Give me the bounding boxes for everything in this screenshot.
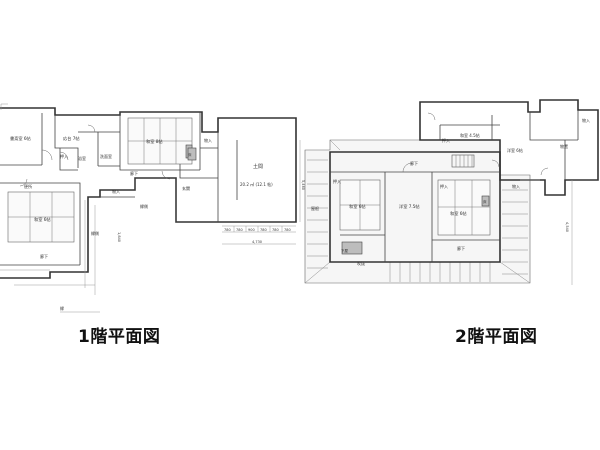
floor1-room-label: 浴室 — [78, 155, 86, 161]
floor1-room-label: 縁側 — [140, 203, 148, 209]
floor2-room-label: 洋室 7.5帖 — [399, 203, 420, 210]
floor2-doors — [402, 112, 549, 176]
floor1-room-label: 廊下 — [130, 170, 138, 176]
floor1-room-label: 縁 — [60, 305, 64, 311]
floor2-room-label: 床 — [483, 199, 487, 204]
floor2-room-label: 物入 — [582, 117, 590, 123]
floor2-tatami-left — [339, 179, 381, 231]
floor1-doma — [222, 140, 301, 245]
floor2-dimension-lines — [520, 179, 573, 285]
floor1-fixture — [187, 147, 197, 161]
floor2-dimension: 4,540 — [565, 222, 569, 232]
floor2-annex-partitions — [439, 110, 579, 180]
floor1-caption: 1階平面図 — [78, 327, 161, 347]
floor2-room-label: 物入 — [512, 183, 520, 189]
floor1-north-mark — [0, 103, 8, 110]
floor1-room-label: 和室 8帖 — [146, 138, 163, 145]
floor1-dimension: 780 — [260, 228, 267, 232]
floor1-dimension: 1,840 — [117, 232, 121, 242]
floor1-room-label: 縁側 — [91, 230, 99, 236]
floor2-room-label: 廊下 — [457, 245, 465, 251]
floor2-room-label: 下屋 — [341, 248, 349, 253]
floor1-room-label: 廊下 — [40, 253, 48, 259]
floor1-engawa — [0, 200, 100, 313]
floor2-room-label: 押入 — [442, 137, 450, 143]
floor2-stair — [451, 154, 475, 168]
floor1-dimension: 780 — [284, 228, 291, 232]
floor1-room-label: 便所 — [24, 183, 32, 189]
floor1-dimension: 5,460 — [301, 180, 305, 190]
floor1-room-label: 押入 — [60, 153, 68, 159]
floor2-room-label: 吹抜 — [357, 260, 365, 266]
floor2-room-label: 和室 6帖 — [450, 210, 467, 217]
floor1-tatami-lower — [7, 191, 75, 243]
floor1-doors — [19, 124, 171, 187]
floor1-room-label: 応台 7帖 — [63, 135, 80, 142]
floor1-room-label: 和室 6帖 — [34, 216, 51, 223]
floor2-room-label: 和室 6帖 — [349, 203, 366, 210]
floor2-room-label: 押入 — [440, 183, 448, 189]
floor1-dimension: 900 — [248, 228, 255, 232]
floor1-dimension: 780 — [272, 228, 279, 232]
floor1-partitions — [0, 112, 219, 266]
floor2-room-label: 押入 — [333, 178, 341, 184]
floor1-room-label: 土間 — [253, 163, 263, 170]
floor2-void — [341, 241, 363, 255]
floor2-room-label: 屋根 — [311, 205, 319, 211]
floor2-room-label: 物置 — [560, 143, 568, 149]
floor1-plan: 書斎室 6帖 応台 7帖 和室 8帖 和室 6帖 浴室 洗面室 廊下 土間 20… — [0, 103, 305, 313]
floor1-room-label: 物入 — [204, 137, 212, 143]
floor2-room-label: 和室 4.5帖 — [460, 132, 480, 138]
floor2-partitions — [330, 171, 500, 262]
floor1-dimension: 780 — [236, 228, 243, 232]
floor1-room-label: 書斎室 6帖 — [10, 135, 31, 142]
floor1-dimension: 4,730 — [252, 240, 262, 244]
floor1-room-label: 玄関 — [182, 185, 190, 191]
floor1-room-label: 物入 — [112, 188, 120, 194]
floor1-room-label: 洗面室 — [100, 153, 112, 159]
floor1-dimension: 780 — [224, 228, 231, 232]
floor2-main-wall — [329, 151, 501, 263]
floor2-room-label: 廊下 — [410, 160, 418, 166]
floor2-caption: 2階平面図 — [455, 327, 538, 347]
floor2-tatami-right — [437, 179, 491, 236]
floor2-plan: 和室 6帖 洋室 7.5帖 和室 6帖 和室 4.5帖 洋室 6帖 廊下 押入 … — [304, 99, 599, 285]
floor1-room-label: 床 — [188, 152, 192, 157]
floor1-room-label: 20.2 ㎡ (12.1 帖) — [240, 181, 273, 187]
floor2-room-label: 洋室 6帖 — [507, 147, 523, 153]
